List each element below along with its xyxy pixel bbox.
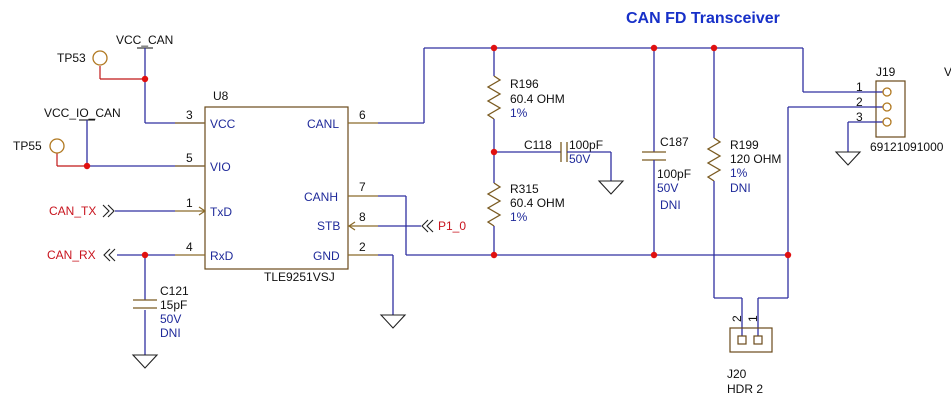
vcc-io-can-rail: VCC_IO_CAN <box>44 106 205 167</box>
j20-part: HDR 2 <box>727 382 763 396</box>
canh-bus <box>378 106 870 256</box>
c118-ref: C118 <box>524 138 552 152</box>
r199-resistor <box>706 48 789 336</box>
j20-header <box>729 327 773 353</box>
pin-vio-number: 5 <box>186 151 193 165</box>
pin-canh-name: CANH <box>304 190 338 204</box>
r315-resistor <box>486 182 502 255</box>
p1-0-net <box>378 219 434 233</box>
r315-ref: R315 <box>510 182 539 196</box>
pin-txd-name: TxD <box>210 205 232 219</box>
c121-ref: C121 <box>160 284 189 298</box>
u8-ref: U8 <box>213 89 229 103</box>
c187-voltage: 50V <box>657 181 678 195</box>
j19-pin2-number: 2 <box>856 95 863 109</box>
pin-vcc-number: 3 <box>186 108 193 122</box>
r199-value: 120 OHM <box>730 152 781 166</box>
c118-value: 100pF <box>569 138 603 152</box>
r196-value: 60.4 OHM <box>510 92 565 106</box>
pin-canl-number: 6 <box>359 108 366 122</box>
tp55-test-point <box>49 138 65 154</box>
r315-value: 60.4 OHM <box>510 196 565 210</box>
junction-dots <box>83 44 792 259</box>
j19-pin1-number: 1 <box>856 80 863 94</box>
r199-dni: DNI <box>730 181 751 195</box>
r196-resistor <box>486 48 502 183</box>
canl-bus <box>378 47 870 124</box>
r196-ref: R196 <box>510 77 539 91</box>
c121-value: 15pF <box>160 298 187 312</box>
can-rx-label: CAN_RX <box>47 248 96 262</box>
u8-right-pins <box>347 122 378 256</box>
j19-connector <box>870 80 906 138</box>
j19-pin3-number: 3 <box>856 110 863 124</box>
r199-tolerance: 1% <box>730 166 748 180</box>
tp53-test-point <box>92 50 108 66</box>
c121-voltage: 50V <box>160 312 181 326</box>
u8-gnd-net <box>378 254 407 329</box>
tp53-label: TP53 <box>57 51 86 65</box>
c118-capacitor <box>494 142 625 195</box>
c121-ground-symbol <box>131 354 159 369</box>
j19-part: 69121091000 <box>870 140 944 154</box>
j19-edge-label: V <box>944 65 951 79</box>
pin-canl-name: CANL <box>307 117 339 131</box>
c187-dni: DNI <box>660 198 681 212</box>
u8-ic-body <box>204 106 349 270</box>
pin-txd-number: 1 <box>186 196 193 210</box>
pin-vcc-name: VCC <box>210 117 236 131</box>
r315-tolerance: 1% <box>510 210 528 224</box>
can-rx-net <box>103 248 175 355</box>
c187-value: 100pF <box>657 167 691 181</box>
can-tx-net <box>102 204 175 218</box>
c187-ref: C187 <box>660 135 689 149</box>
pin-canh-number: 7 <box>359 180 366 194</box>
tp55-label: TP55 <box>13 139 42 153</box>
c121-dni: DNI <box>160 326 181 340</box>
j20-ref: J20 <box>727 367 747 381</box>
j20-pin1-number: 1 <box>746 315 760 322</box>
pin-gnd-number: 2 <box>359 240 366 254</box>
pin-rxd-name: RxD <box>210 249 234 263</box>
j20-pin2-number: 2 <box>730 315 744 322</box>
pin-stb-number: 8 <box>359 210 366 224</box>
schematic-title: CAN FD Transceiver <box>626 10 780 27</box>
j19-ground <box>834 121 870 166</box>
c187-capacitor <box>642 48 666 255</box>
u8-part-number: TLE9251VSJ <box>264 270 335 284</box>
p1-0-label: P1_0 <box>438 219 466 233</box>
vcc-can-label: VCC_CAN <box>116 33 173 47</box>
pin-rxd-number: 4 <box>186 240 193 254</box>
j19-ref: J19 <box>876 65 896 79</box>
pin-gnd-name: GND <box>313 249 340 263</box>
r199-ref: R199 <box>730 138 759 152</box>
u8-left-pins <box>175 122 207 256</box>
c121-capacitor <box>133 299 157 309</box>
vcc-io-can-label: VCC_IO_CAN <box>44 106 121 120</box>
can-tx-label: CAN_TX <box>49 204 96 218</box>
pin-vio-name: VIO <box>210 160 231 174</box>
pin-stb-name: STB <box>317 219 340 233</box>
c118-voltage: 50V <box>569 152 590 166</box>
r196-tolerance: 1% <box>510 106 528 120</box>
